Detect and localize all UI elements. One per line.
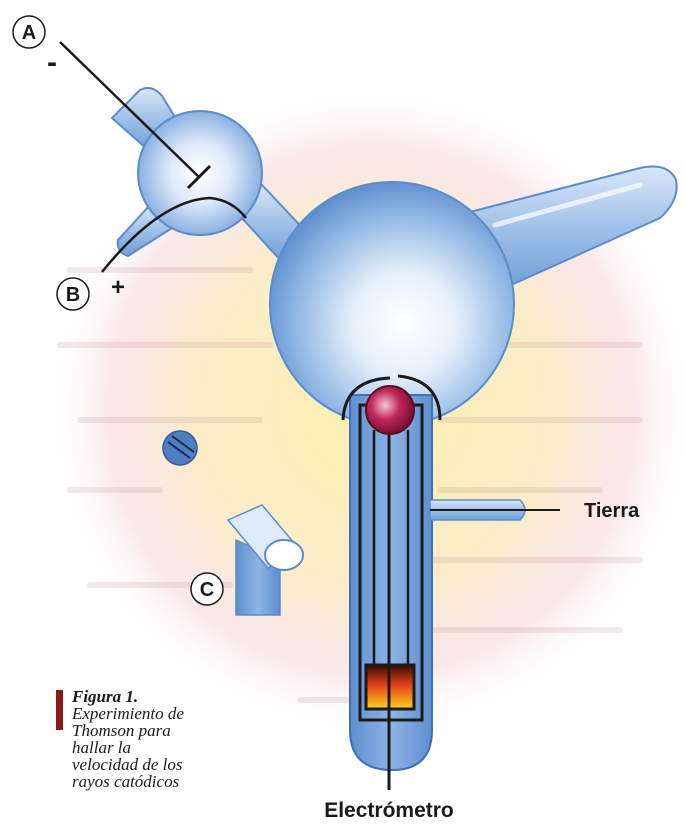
caption-line: velocidad de los (72, 756, 256, 773)
label-a-text: A (22, 22, 36, 44)
figure-caption: Figura 1. Experimiento de Thomson para h… (56, 688, 256, 790)
deflection-disc (163, 431, 197, 465)
plus-sign: + (111, 274, 125, 301)
label-a: A (13, 16, 45, 48)
electrometer-column (343, 376, 440, 770)
caption-line: Experimiento de (72, 705, 256, 722)
label-c-text: C (200, 579, 214, 601)
caption-line: hallar la (72, 739, 256, 756)
caption-title: Figura 1. (72, 688, 256, 705)
label-b: B (57, 278, 89, 310)
label-b-text: B (66, 284, 80, 306)
caption-accent-bar (56, 690, 63, 730)
minus-sign: - (47, 46, 57, 79)
tierra-label: Tierra (584, 500, 640, 522)
charge-collector-ball (366, 386, 414, 434)
electrometro-label: Electrómetro (324, 799, 454, 822)
caption-line: rayos catódicos (72, 773, 256, 790)
caption-line: Thomson para (72, 722, 256, 739)
label-c: C (191, 573, 223, 605)
